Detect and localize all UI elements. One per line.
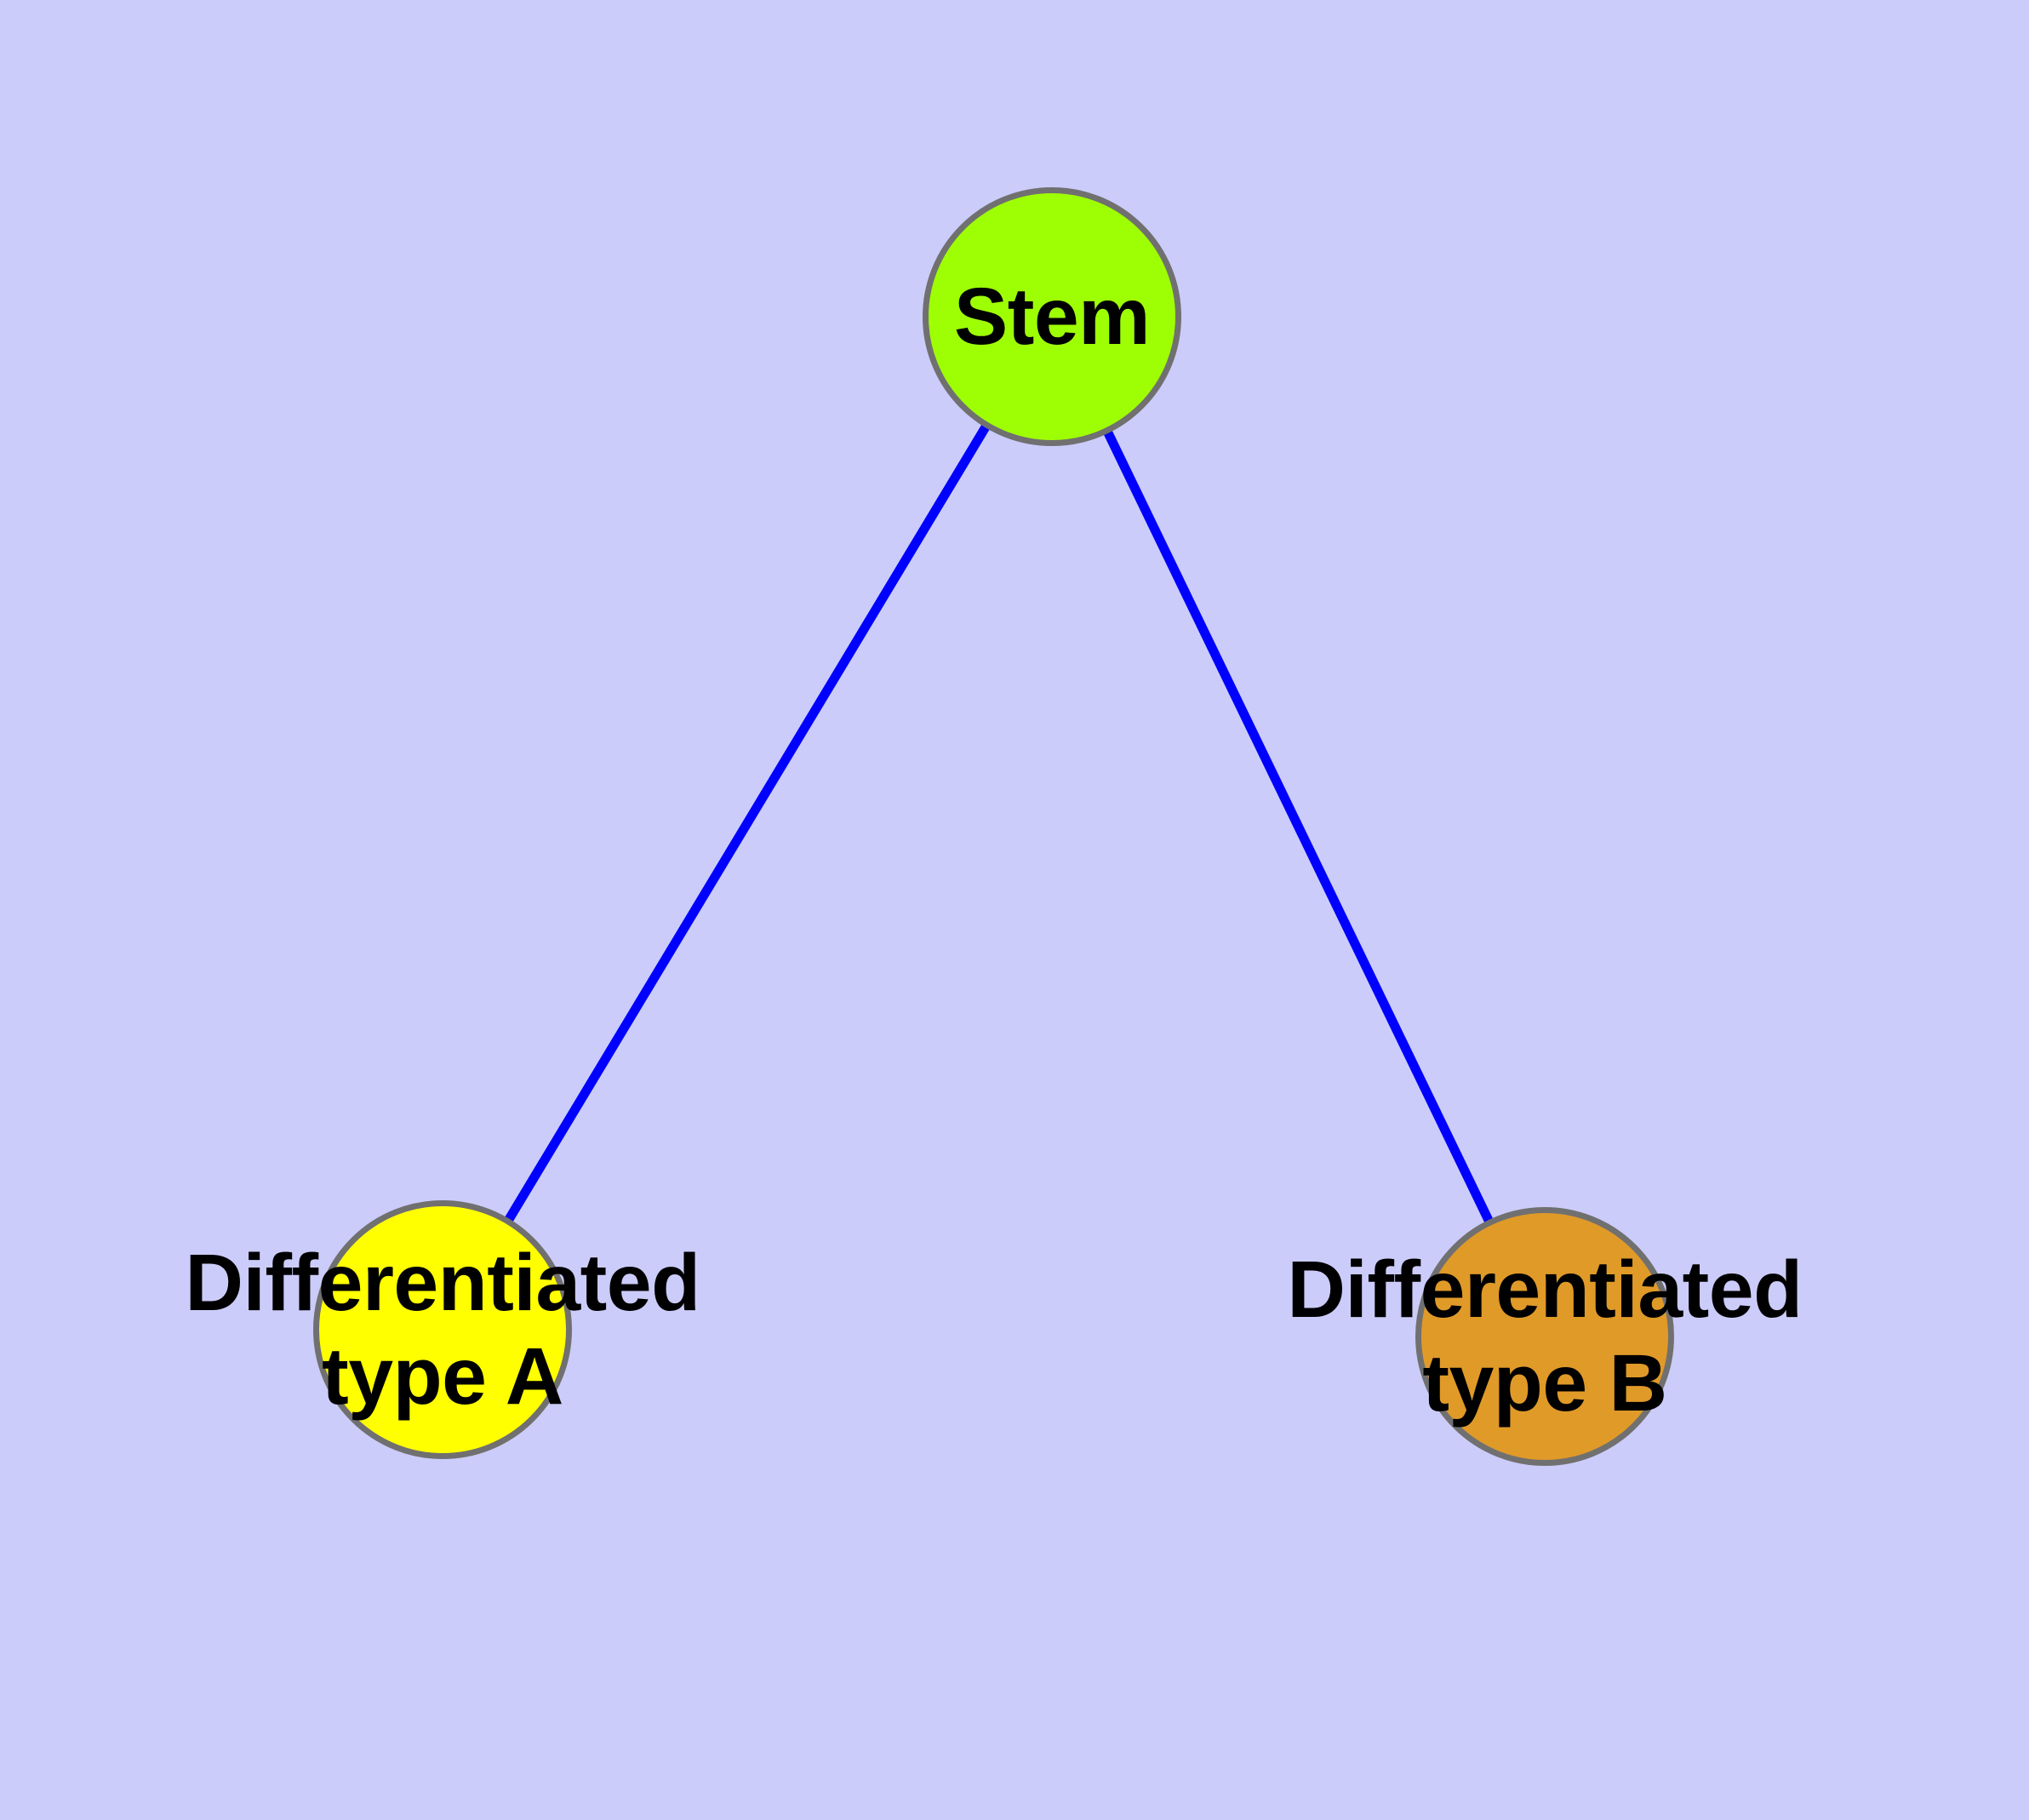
edge-stem-to-differentiated-type-b[interactable] (1048, 314, 1549, 1339)
node-stem[interactable] (923, 187, 1181, 446)
edge-stem-to-differentiated-type-a[interactable] (438, 314, 1056, 1332)
node-differentiated-type-a[interactable] (313, 1200, 572, 1459)
node-differentiated-type-b[interactable] (1415, 1207, 1674, 1466)
